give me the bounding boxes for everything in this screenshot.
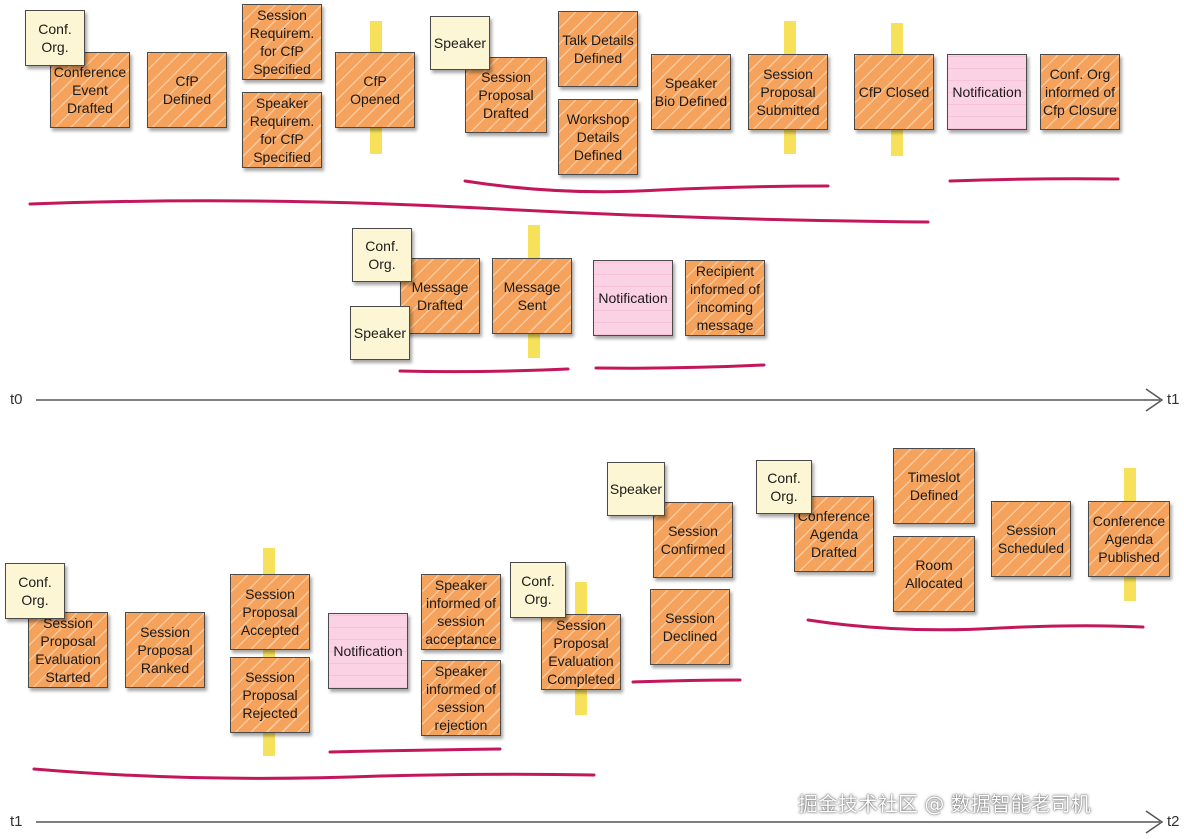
timeline-label-t1-top: t1: [1167, 391, 1180, 408]
event-cfp-defined: CfP Defined: [147, 52, 227, 128]
timeline-arrowhead-bottom: [1145, 810, 1164, 834]
event-cfp-closed: CfP Closed: [854, 54, 934, 130]
event-speaker-informed-session-rejection: Speaker informed of session rejection: [421, 660, 501, 736]
event-conference-agenda-published: Conference Agenda Published: [1088, 501, 1170, 577]
boundary-stroke-5: [594, 363, 766, 370]
event-talk-details-defined: Talk Details Defined: [558, 11, 638, 87]
actor-speaker-3: Speaker: [607, 462, 665, 516]
event-session-requirements-cfp-specified: Session Requirem. for CfP Specified: [242, 4, 322, 80]
event-session-proposal-rejected: Session Proposal Rejected: [230, 657, 310, 733]
event-message-drafted: Message Drafted: [400, 258, 480, 334]
boundary-stroke-1: [28, 199, 930, 224]
event-session-proposal-submitted: Session Proposal Submitted: [748, 54, 828, 130]
event-cfp-opened: CfP Opened: [335, 52, 415, 128]
actor-conf-org-4: Conf. Org.: [510, 562, 566, 618]
event-speaker-bio-defined: Speaker Bio Defined: [651, 54, 731, 130]
event-session-proposal-evaluation-started: Session Proposal Evaluation Started: [28, 612, 108, 688]
timeline-label-t0: t0: [10, 391, 23, 408]
timeline-arrowhead-top: [1145, 388, 1164, 412]
event-message-sent: Message Sent: [492, 258, 572, 334]
watermark-text: 掘金技术社区 @ 数据智能老司机: [798, 792, 1091, 816]
actor-conf-org-5: Conf. Org.: [756, 460, 812, 514]
policy-notification-3: Notification: [328, 613, 408, 689]
boundary-stroke-7: [328, 747, 502, 754]
event-speaker-informed-session-acceptance: Speaker informed of session acceptance: [421, 574, 501, 650]
timeline-label-t2: t2: [1167, 813, 1180, 830]
boundary-stroke-8: [631, 678, 742, 684]
event-session-proposal-evaluation-completed: Session Proposal Evaluation Completed: [541, 614, 621, 690]
policy-notification-2: Notification: [593, 260, 673, 336]
event-session-declined: Session Declined: [650, 589, 730, 665]
event-recipient-informed-incoming-message: Recipient informed of incoming message: [685, 260, 765, 336]
event-session-proposal-ranked: Session Proposal Ranked: [125, 612, 205, 688]
event-session-scheduled: Session Scheduled: [991, 501, 1071, 577]
event-speaker-requirements-cfp-specified: Speaker Requirem. for CfP Specified: [242, 92, 322, 168]
event-session-confirmed: Session Confirmed: [653, 502, 733, 578]
actor-conf-org-1: Conf. Org.: [25, 10, 85, 66]
event-timeslot-defined: Timeslot Defined: [893, 448, 975, 524]
event-room-allocated: Room Allocated: [893, 536, 975, 612]
boundary-stroke-6: [32, 767, 596, 780]
event-session-proposal-accepted: Session Proposal Accepted: [230, 574, 310, 650]
timeline-label-t1-bottom: t1: [10, 813, 23, 830]
actor-speaker-2: Speaker: [350, 306, 410, 360]
event-conf-org-informed-cfp-closure: Conf. Org informed of Cfp Closure: [1040, 54, 1120, 130]
actor-conf-org-2: Conf. Org.: [352, 228, 412, 282]
boundary-stroke-3: [948, 177, 1120, 183]
policy-notification-1: Notification: [947, 54, 1027, 130]
event-workshop-details-defined: Workshop Details Defined: [558, 99, 638, 175]
actor-conf-org-3: Conf. Org.: [5, 563, 65, 619]
actor-speaker-1: Speaker: [430, 16, 490, 70]
boundary-stroke-4: [398, 367, 570, 374]
boundary-stroke-2: [463, 179, 830, 194]
boundary-stroke-9: [806, 618, 1145, 632]
